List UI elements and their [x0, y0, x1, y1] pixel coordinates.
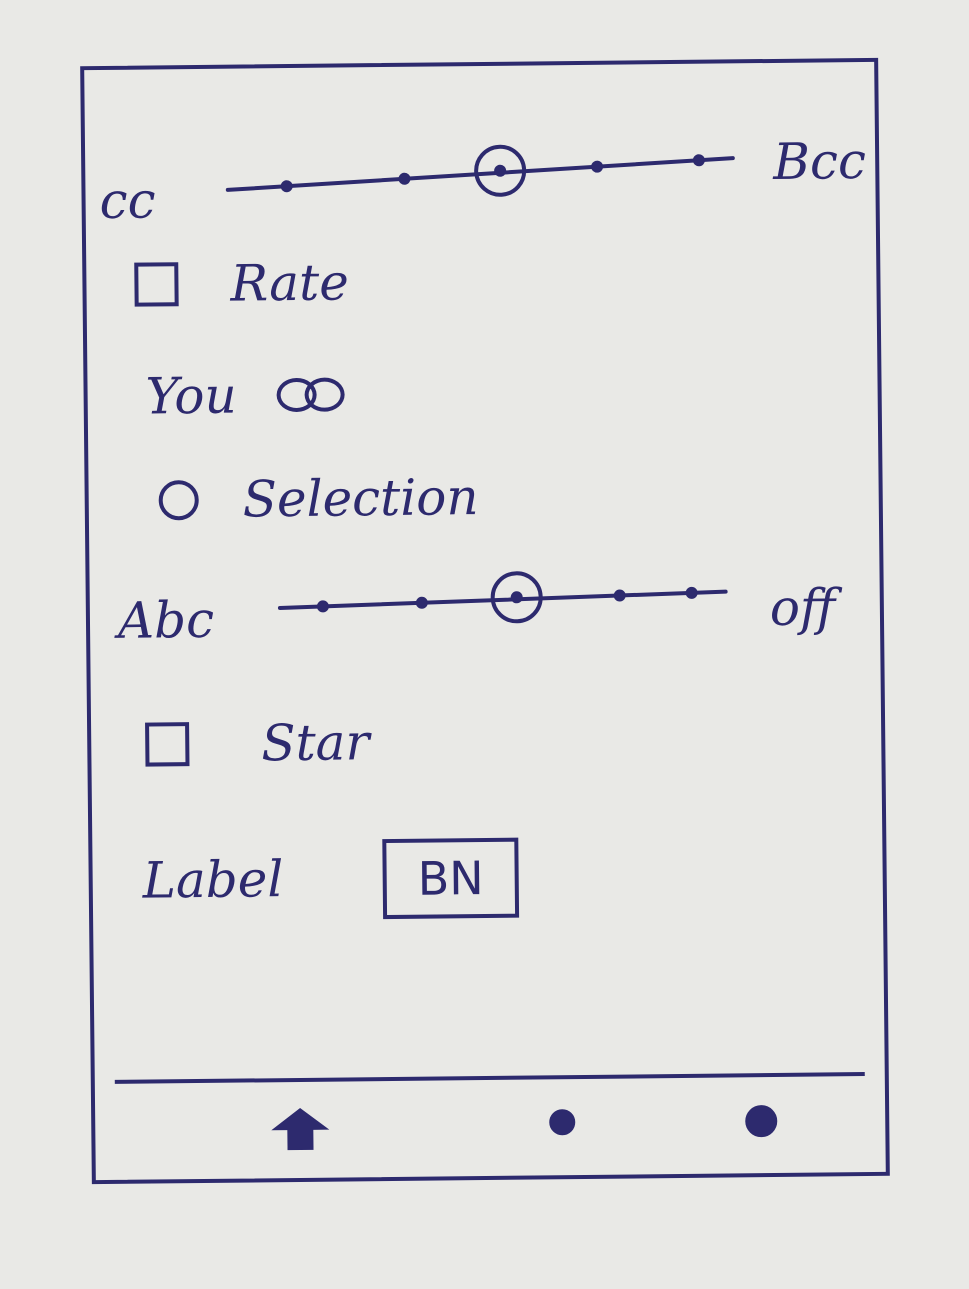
slider-step — [692, 153, 706, 167]
slider2-min-label: Abc — [117, 590, 215, 650]
rate-row[interactable]: Rate — [134, 253, 350, 313]
slider-step — [316, 600, 330, 613]
toggle-track — [304, 377, 345, 412]
nav-home[interactable] — [265, 1104, 336, 1159]
slider2-max-label: off — [769, 578, 836, 638]
slider-step — [280, 179, 294, 193]
circle-icon — [549, 1109, 576, 1136]
you-label: You — [145, 366, 237, 426]
slider-thumb[interactable] — [472, 143, 529, 199]
slider-step — [415, 596, 429, 609]
bn-button[interactable]: BN — [382, 837, 520, 920]
you-row: You — [145, 366, 345, 426]
you-toggle[interactable] — [276, 377, 345, 413]
slider1-min-label: cc — [99, 171, 156, 231]
star-label: Star — [260, 713, 370, 773]
selection-radio[interactable] — [158, 479, 199, 521]
slider-thumb[interactable] — [489, 570, 544, 625]
home-icon — [271, 1107, 330, 1151]
nav-item-3[interactable] — [745, 1104, 778, 1138]
slider-step — [397, 172, 411, 186]
nav-item-2[interactable] — [549, 1109, 576, 1136]
star-row[interactable]: Star — [145, 713, 370, 773]
slider-abc-off[interactable] — [277, 562, 729, 638]
static-label: Label — [142, 850, 284, 910]
rate-label: Rate — [230, 253, 350, 313]
slider-step — [613, 589, 626, 602]
slider-cc-bcc[interactable] — [224, 128, 737, 220]
circle-icon — [745, 1104, 778, 1138]
slider-step — [591, 160, 604, 174]
phone-frame: cc Bcc Rate You Selection Abc — [80, 57, 890, 1185]
slider1-max-label: Bcc — [772, 131, 867, 191]
rate-checkbox[interactable] — [134, 262, 179, 307]
bottom-navbar — [114, 1072, 866, 1166]
selection-row[interactable]: Selection — [158, 468, 479, 529]
slider-step — [685, 586, 698, 600]
star-checkbox[interactable] — [145, 722, 190, 767]
selection-label: Selection — [242, 468, 479, 529]
